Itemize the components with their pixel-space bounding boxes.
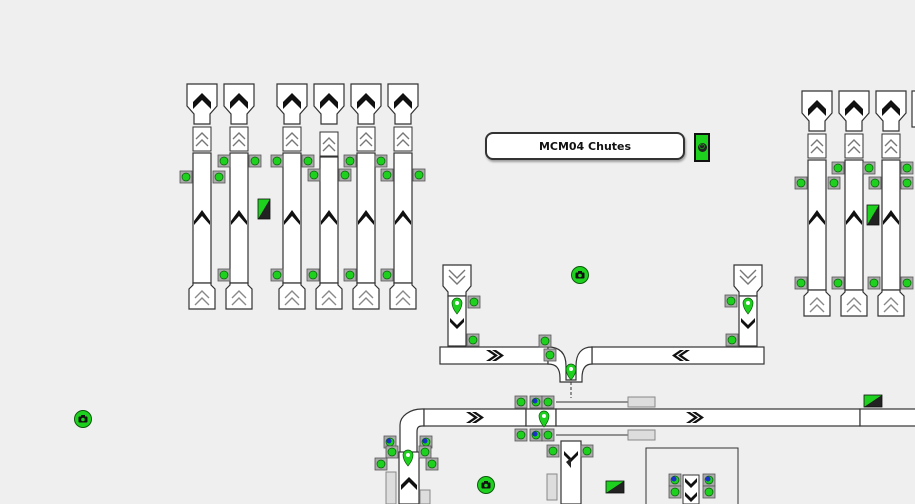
photo-eye-indicator[interactable] — [248, 154, 262, 168]
chute-2[interactable] — [223, 83, 255, 310]
chute-9[interactable] — [875, 90, 907, 317]
chute-7[interactable] — [801, 90, 833, 317]
main-line — [374, 394, 915, 504]
photo-eye-indicator[interactable] — [543, 348, 557, 362]
photo-eye-indicator[interactable] — [338, 168, 352, 182]
inbound-chute-left[interactable] — [442, 264, 472, 347]
location-pin-icon[interactable] — [565, 363, 577, 381]
photo-eye-indicator[interactable] — [212, 170, 226, 184]
photo-eye-indicator[interactable] — [529, 428, 543, 442]
merge-junction[interactable] — [547, 346, 593, 383]
chute-bank-left — [179, 83, 426, 310]
chute-8[interactable] — [838, 90, 870, 317]
power-button[interactable]: ⏻ — [694, 133, 710, 162]
photo-eye-indicator[interactable] — [343, 154, 357, 168]
photo-eye-indicator[interactable] — [514, 428, 528, 442]
lower-left-chute[interactable] — [385, 451, 431, 504]
chute-5[interactable] — [350, 83, 382, 310]
merge-section — [439, 264, 765, 398]
photo-eye-indicator[interactable] — [514, 395, 528, 409]
photo-eye-indicator[interactable] — [385, 445, 399, 459]
inbound-chute-right[interactable] — [733, 264, 763, 347]
photo-eye-indicator[interactable] — [541, 428, 555, 442]
chute-6[interactable] — [387, 83, 419, 310]
photo-eye-indicator[interactable] — [541, 395, 555, 409]
photo-eye-indicator[interactable] — [546, 444, 560, 458]
photo-eye-indicator[interactable] — [794, 276, 808, 290]
split-status-icon[interactable] — [257, 198, 271, 220]
photo-eye-indicator[interactable] — [270, 268, 284, 282]
split-status-icon[interactable] — [863, 394, 883, 408]
photo-eye-indicator[interactable] — [306, 268, 320, 282]
photo-eye-indicator[interactable] — [580, 444, 594, 458]
photo-eye-indicator[interactable] — [831, 276, 845, 290]
photo-eye-indicator[interactable] — [217, 154, 231, 168]
photo-eye-indicator[interactable] — [868, 176, 882, 190]
camera-icon[interactable] — [74, 410, 92, 428]
power-icon: ⏻ — [697, 143, 707, 152]
photo-eye-indicator[interactable] — [343, 268, 357, 282]
photo-eye-indicator[interactable] — [374, 457, 388, 471]
photo-eye-indicator[interactable] — [466, 333, 480, 347]
chute-3[interactable] — [276, 83, 308, 310]
photo-eye-indicator[interactable] — [702, 485, 716, 499]
photo-eye-indicator[interactable] — [794, 176, 808, 190]
photo-eye-indicator[interactable] — [380, 168, 394, 182]
sensor-bar[interactable] — [546, 473, 558, 501]
photo-eye-indicator[interactable] — [900, 161, 914, 175]
photo-eye-indicator[interactable] — [827, 176, 841, 190]
chute-4[interactable] — [313, 83, 345, 310]
lower-panel[interactable] — [645, 447, 739, 504]
photo-eye-indicator[interactable] — [725, 333, 739, 347]
photo-eye-indicator[interactable] — [900, 276, 914, 290]
photo-eye-indicator[interactable] — [380, 268, 394, 282]
chute-1[interactable] — [186, 83, 218, 310]
photo-eye-indicator[interactable] — [867, 276, 881, 290]
photo-eye-indicator[interactable] — [862, 161, 876, 175]
merge-conveyor-left[interactable] — [439, 346, 549, 365]
page-title: MCM04 Chutes — [485, 132, 685, 160]
photo-eye-indicator[interactable] — [374, 154, 388, 168]
photo-eye-indicator[interactable] — [307, 168, 321, 182]
photo-eye-indicator[interactable] — [467, 295, 481, 309]
photo-eye-indicator[interactable] — [900, 176, 914, 190]
photo-eye-indicator[interactable] — [529, 395, 543, 409]
photo-eye-indicator[interactable] — [217, 268, 231, 282]
photo-eye-indicator[interactable] — [538, 334, 552, 348]
photo-eye-indicator[interactable] — [668, 485, 682, 499]
camera-icon[interactable] — [477, 476, 495, 494]
lower-chute[interactable] — [560, 440, 582, 504]
main-conveyor[interactable] — [399, 408, 915, 504]
chute-bank-right — [794, 90, 915, 317]
merge-conveyor-right[interactable] — [591, 346, 765, 365]
split-status-icon[interactable] — [605, 480, 625, 494]
photo-eye-indicator[interactable] — [418, 445, 432, 459]
sensor-bar[interactable] — [627, 396, 656, 408]
photo-eye-indicator[interactable] — [831, 161, 845, 175]
photo-eye-indicator[interactable] — [668, 473, 682, 487]
sensor-bar[interactable] — [627, 429, 656, 441]
photo-eye-indicator[interactable] — [702, 473, 716, 487]
photo-eye-indicator[interactable] — [412, 168, 426, 182]
photo-eye-indicator[interactable] — [425, 457, 439, 471]
photo-eye-indicator[interactable] — [270, 154, 284, 168]
camera-icon[interactable] — [571, 266, 589, 284]
page-title-text: MCM04 Chutes — [538, 139, 632, 153]
photo-eye-indicator[interactable] — [724, 294, 738, 308]
photo-eye-indicator[interactable] — [179, 170, 193, 184]
photo-eye-indicator[interactable] — [301, 154, 315, 168]
split-status-icon[interactable] — [866, 204, 880, 226]
